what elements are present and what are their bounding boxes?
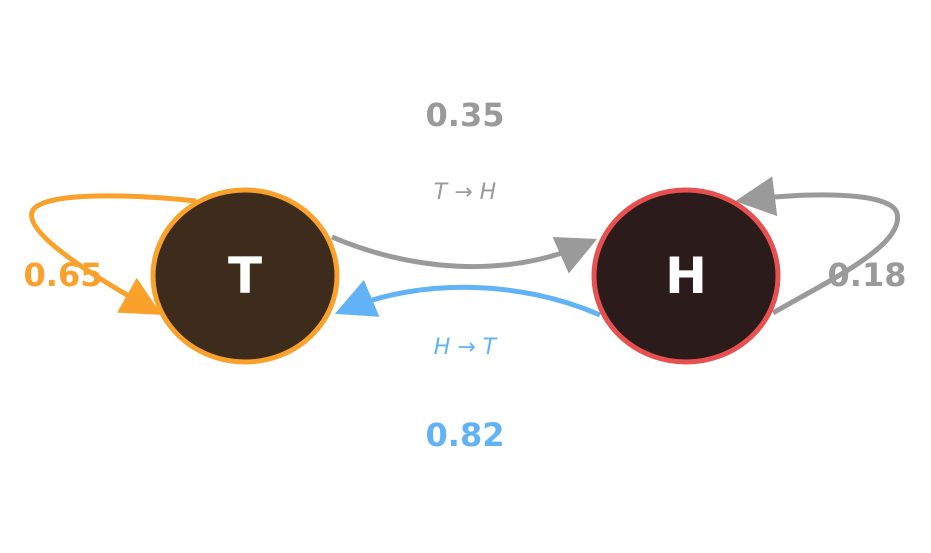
node-t-circle (150, 187, 340, 365)
node-h-label: H (665, 247, 707, 305)
edge-h-to-t (334, 279, 602, 318)
edge-t-self-loop (29, 193, 197, 315)
t-to-h-probability: 0.35 (426, 96, 505, 134)
h-to-t-caption: H → T (434, 335, 498, 360)
h-self-probability: 0.18 (828, 256, 907, 294)
h-to-t-probability: 0.82 (426, 416, 505, 454)
node-t: T (150, 187, 340, 365)
node-h: H (591, 187, 781, 365)
edge-t-to-h (331, 234, 598, 274)
node-t-label: T (228, 247, 262, 305)
node-h-circle (591, 187, 781, 365)
t-to-h-caption: T → H (434, 180, 496, 205)
edge-h-self-loop (735, 176, 900, 316)
t-self-probability: 0.65 (24, 256, 103, 294)
